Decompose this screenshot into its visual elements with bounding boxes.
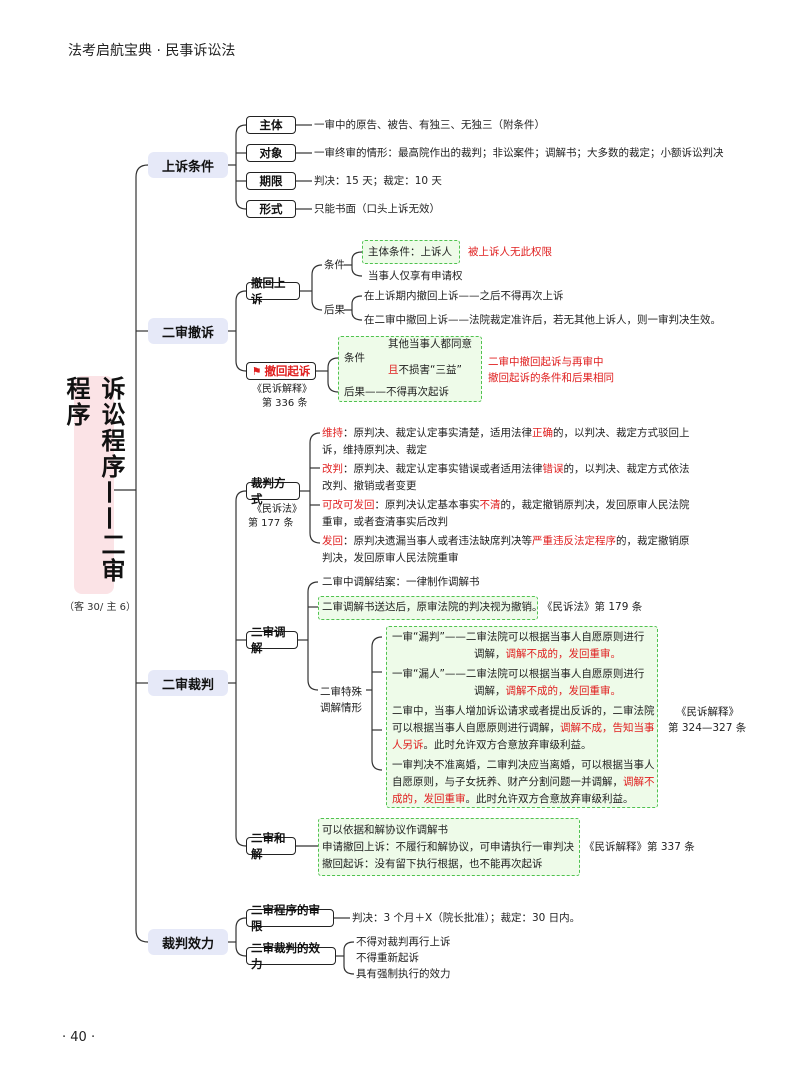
withdraw-suit-ref-article: 第 336 条 [262,398,308,409]
mediation-line2: 二审调解书送达后，原审法院的判决视为撤销。 [322,601,543,613]
node-withdraw-suit: ⚑ 撤回起诉 [246,362,316,380]
node-judgment-effect: 裁判效力 [148,929,228,955]
method-ref-book: 《民诉法》 [252,504,302,515]
result-during-second-instance: 在二审中撤回上诉——法院裁定准许后，若无其他上诉人，则一审判决生效。 [364,314,721,326]
effect-item-3: 具有强制执行的效力 [356,968,451,980]
node-time-limit: 二审程序的审限 [246,903,334,933]
method-remand-line1: 发回：原判决遗漏当事人或者违法缺席判决等严重违反法定程序的，裁定撤销原 [322,535,690,547]
method-remand-line2: 判决，发回原审人民法院重审 [322,552,459,564]
node-withdraw-appeal: 撤回上诉 [246,276,300,306]
page-number: · 40 · [62,1030,96,1045]
withdraw-suit-note-line1: 二审中撤回起诉与再审中 [488,356,604,368]
mediation-line1: 二审中调解结案：一律制作调解书 [322,576,480,588]
method-affirm-line1: 维持：原判决、裁定认定事实清楚，适用法律正确的，以判决、裁定方式驳回上 [322,427,690,439]
highlight-box-settlement [318,818,580,876]
highlight-box-mediation-served [318,596,538,620]
node-period: 期限 [246,172,296,190]
method-amend-line2: 改判、撤销或者变更 [322,480,417,492]
method-affirm-line2: 诉，维持原判决、裁定 [322,444,427,456]
node-second-instance-withdrawal: 二审撤诉 [148,318,228,344]
node-second-instance-judgment: 二审裁判 [148,670,228,696]
object-text: 一审终审的情形：最高院作出的裁判；非讼案件；调解书；大多数的裁定；小额诉讼判决 [314,147,724,159]
condition-no-harm: 且不损害“三益” [388,364,462,376]
node-effect-of-judgment: 二审裁判的效力 [246,941,336,971]
root-note: （客 30/ 主 6） [64,602,136,613]
settlement-ref: 《民诉解释》第 337 条 [584,841,695,853]
special4-line1: 一审判决不准离婚，二审判决应当离婚，可以根据当事人 [392,759,655,771]
node-settlement: 二审和解 [246,831,296,861]
effect-item-2: 不得重新起诉 [356,952,419,964]
withdraw-suit-condition-label: 条件 [344,352,365,364]
subject-text: 一审中的原告、被告、有独三、无独三（附条件） [314,119,545,131]
method-amend-line1: 改判：原判决、裁定认定事实错误或者适用法律错误的，以判决、裁定方式依法 [322,463,690,475]
special3-line1: 二审中，当事人增加诉讼请求或者提出反诉的，二审法院 [392,705,655,717]
settlement-line2: 申请撤回上诉：不履行和解协议，可申请执行一审判决 [322,841,574,853]
form-text: 只能书面（口头上诉无效） [314,203,440,215]
condition-application-right: 当事人仅享有申请权 [368,270,463,282]
special3-line2: 可以根据当事人自愿原则进行调解，调解不成，告知当事 [392,722,655,734]
highlight-box-subject-condition [362,240,460,264]
node-form: 形式 [246,200,296,218]
red-flag-icon: ⚑ [251,364,262,378]
withdraw-suit-result: 后果——不得再次起诉 [344,386,449,398]
node-object: 对象 [246,144,296,162]
withdraw-appeal-result-label: 后果 [324,304,345,316]
highlight-box-special-mediation [386,626,658,808]
special1-line1: 一审“漏判”——二审法院可以根据当事人自愿原则进行 [392,631,645,643]
special2-line1: 一审“漏人”——二审法院可以根据当事人自愿原则进行 [392,668,645,680]
node-subject: 主体 [246,116,296,134]
method-either-line2: 重审，或者查清事实后改判 [322,516,448,528]
page-header: 法考启航宝典 · 民事诉讼法 [68,43,236,59]
node-appeal-conditions: 上诉条件 [148,152,228,178]
withdraw-suit-ref-book: 《民诉解释》 [252,384,312,395]
special-ref-article: 第 324—327 条 [668,722,747,734]
settlement-line1: 可以依据和解协议作调解书 [322,824,448,836]
mediation-line2-ref: 《民诉法》第 179 条 [542,601,643,613]
special-label-line1: 二审特殊 [320,686,362,698]
special2-line2: 调解，调解不成的，发回重审。 [474,685,621,697]
withdraw-suit-note-line2: 撤回起诉的条件和后果相同 [488,372,614,384]
result-within-period: 在上诉期内撤回上诉——之后不得再次上诉 [364,290,564,302]
special1-line2: 调解，调解不成的，发回重审。 [474,648,621,660]
root-node: 诉讼程序——二审程序 [62,376,125,594]
withdraw-appeal-condition-label: 条件 [324,259,345,271]
method-either-line1: 可改可发回：原判决认定基本事实不清的，裁定撤销原判决，发回原审人民法院 [322,499,690,511]
special-label-line2: 调解情形 [320,702,362,714]
special-ref-book: 《民诉解释》 [676,706,739,718]
special3-line3: 人另诉。此时允许双方合意放弃审级利益。 [392,739,592,751]
node-mediation: 二审调解 [246,625,298,655]
period-text: 判决：15 天；裁定：10 天 [314,175,442,187]
time-limit-text: 判决：3 个月＋X（院长批准）；裁定：30 日内。 [352,912,581,924]
settlement-line3: 撤回起诉：没有留下执行根据，也不能再次起诉 [322,858,543,870]
condition-subject-note: 被上诉人无此权限 [468,246,552,258]
condition-subject: 主体条件：上诉人 [368,246,452,258]
special4-line3: 成的，发回重审。此时允许双方合意放弃审级利益。 [392,793,634,805]
special4-line2: 自愿原则，与子女抚养、财产分割问题一并调解，调解不 [392,776,655,788]
node-judgment-method: 裁判方式 [246,476,300,506]
condition-others-agree: 其他当事人都同意 [388,338,472,350]
method-ref-article: 第 177 条 [248,518,294,529]
effect-item-1: 不得对裁判再行上诉 [356,936,451,948]
highlight-box-withdraw-suit [338,336,482,402]
